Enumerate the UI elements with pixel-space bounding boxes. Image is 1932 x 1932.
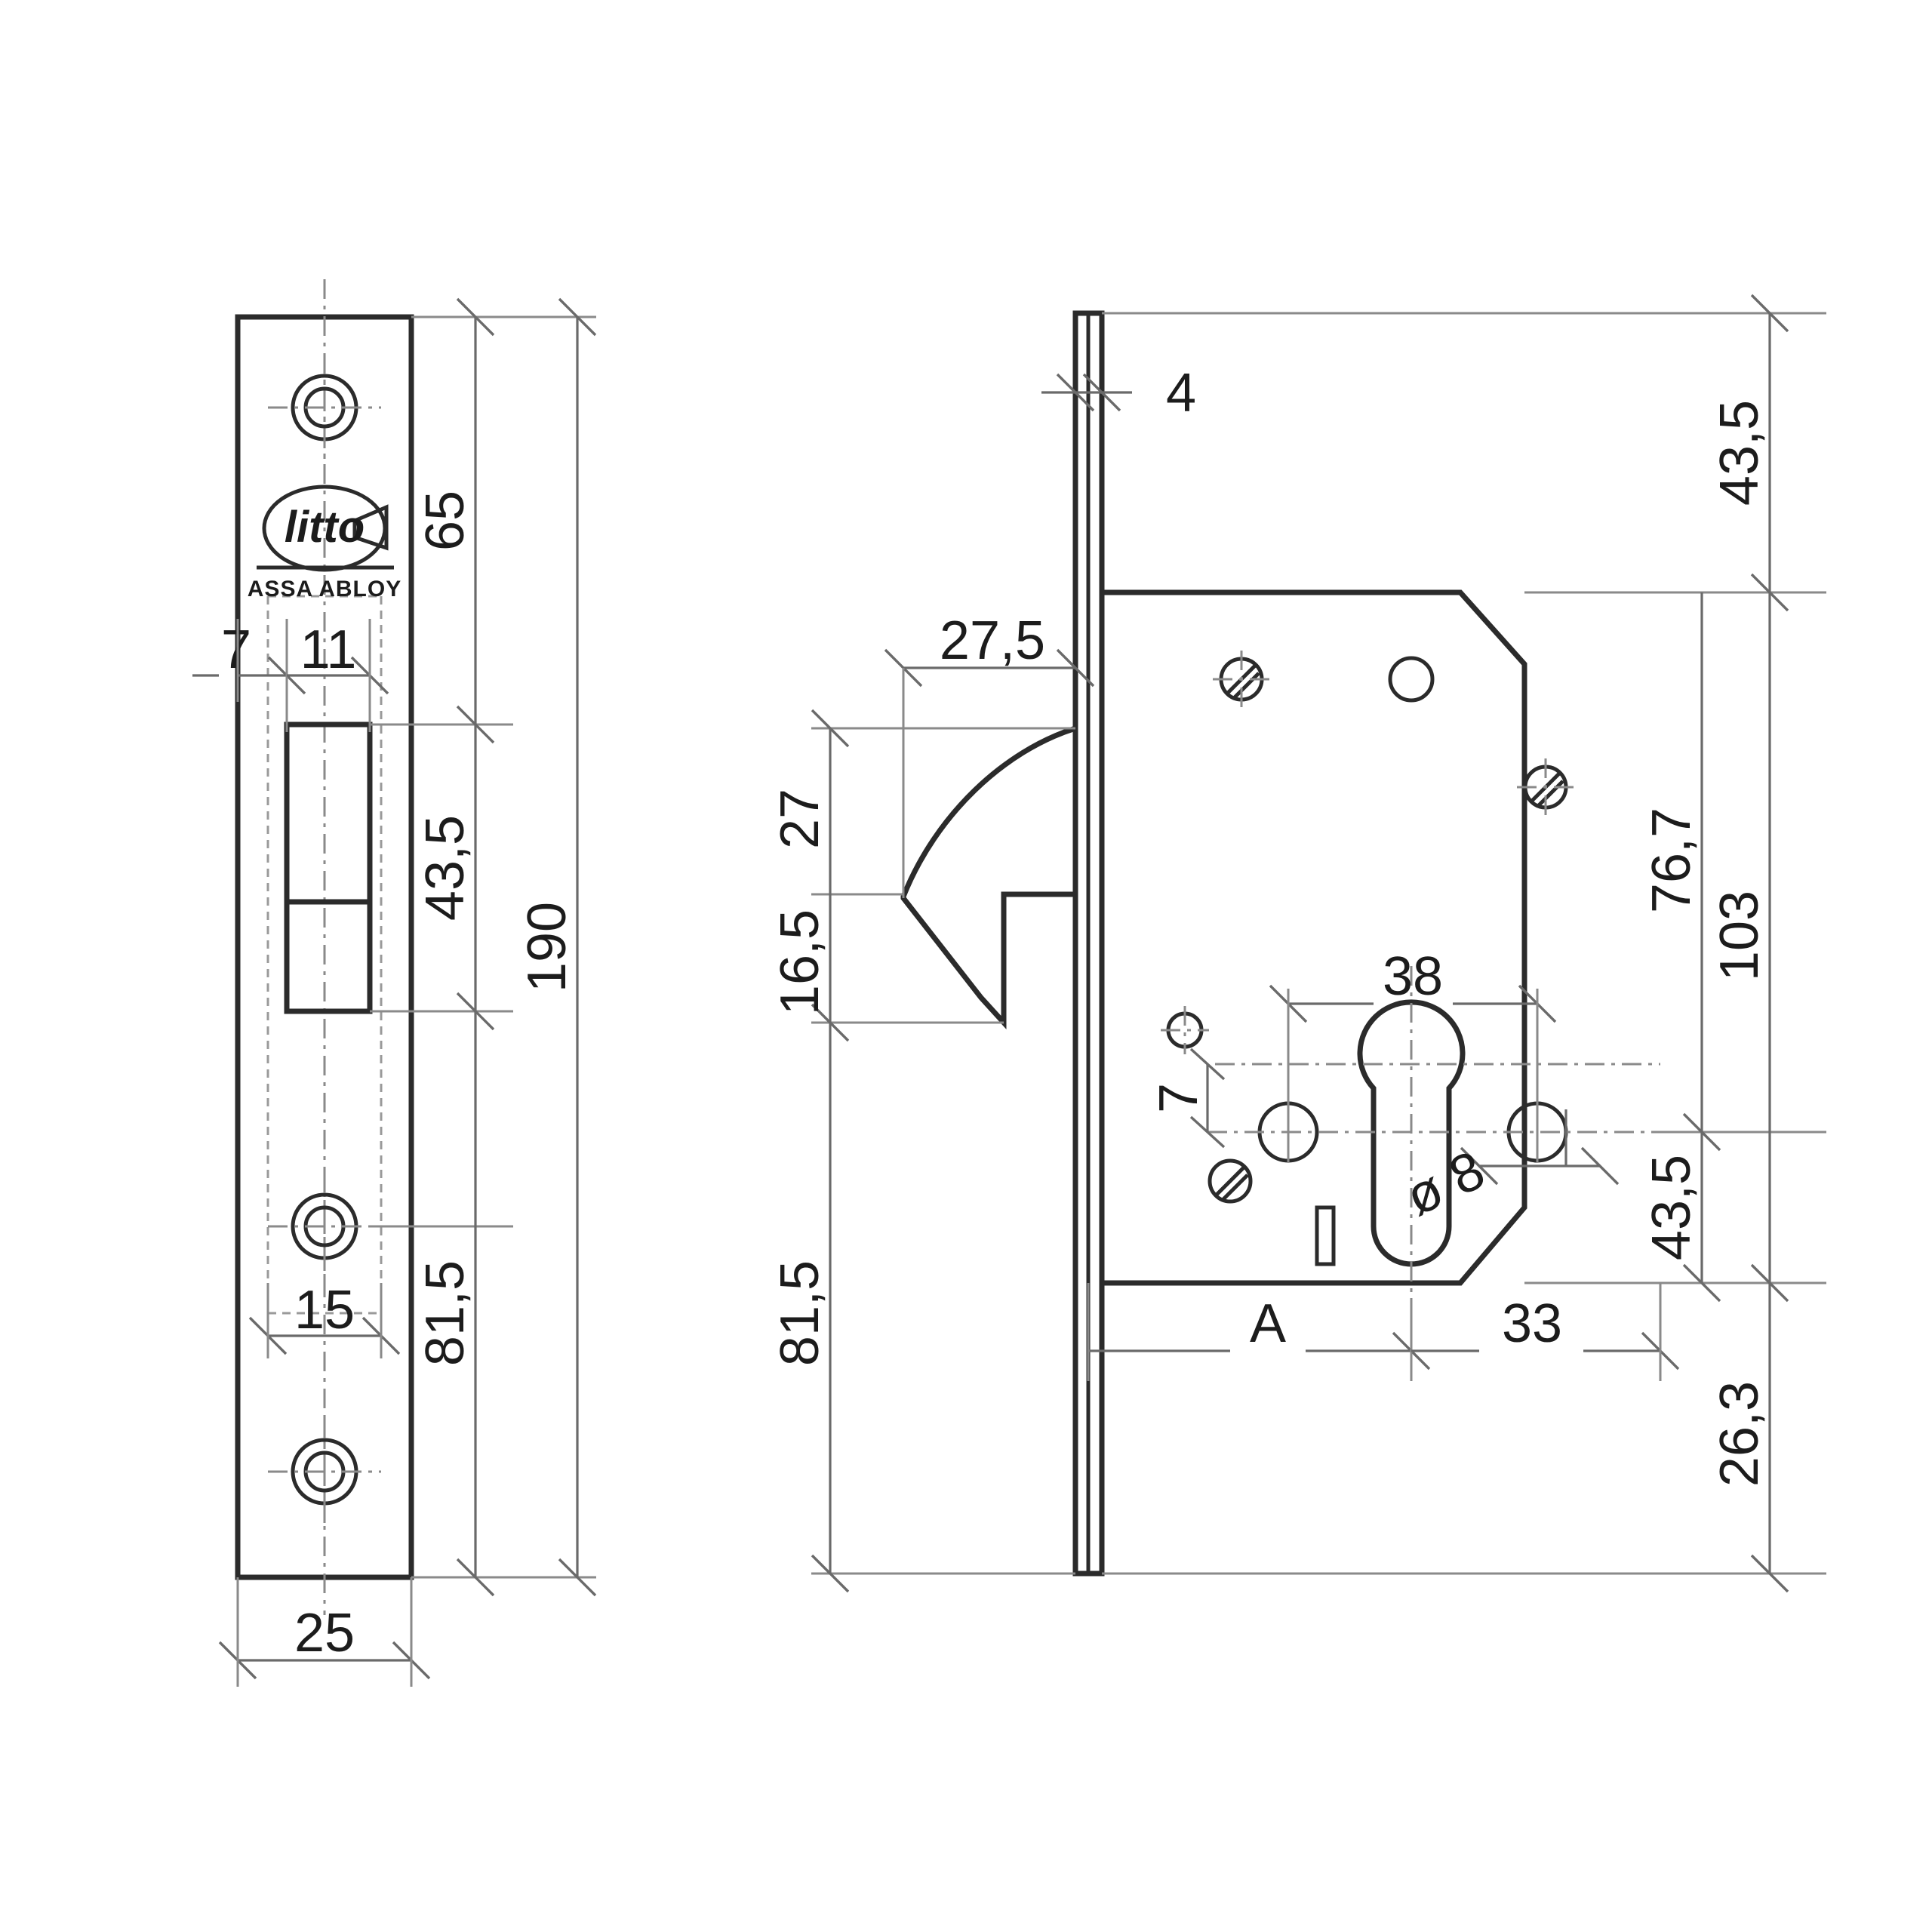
dim-7-right-label: 7 <box>1149 1083 1209 1113</box>
dim-25-left-label: 25 <box>294 1603 355 1663</box>
dim-27-5: 27,5 <box>884 611 1095 898</box>
logo-endorsement: ASSA ABLOY <box>248 577 401 601</box>
dim-27: 27 <box>770 709 850 894</box>
case-small-hole <box>1161 1006 1209 1054</box>
dim-25-left: 25 <box>218 1577 431 1687</box>
dim-43-5-left: 43,5 <box>415 724 495 1031</box>
dim-26-3: 43,5 <box>1641 1132 1721 1303</box>
dim-15-left-label: 15 <box>294 1280 355 1340</box>
dim-43-5-bottom-right: 26,3 <box>1709 1283 1789 1593</box>
dim-7-right: 7 <box>1149 1048 1226 1149</box>
case-screw-lower-left <box>1208 1158 1253 1204</box>
dim-43-5-top-right-label: 43,5 <box>1709 400 1770 506</box>
dim-16-5-label: 16,5 <box>770 909 830 1015</box>
dim-A: A <box>1087 1283 1431 1381</box>
dim-65: 65 <box>415 297 495 744</box>
dim-43-5-left-label: 43,5 <box>415 815 475 921</box>
dim-103-label: 103 <box>1709 891 1770 981</box>
dim-38-label: 38 <box>1383 946 1443 1007</box>
dim-26-3-label: 43,5 <box>1641 1155 1702 1260</box>
dim-27-label: 27 <box>770 789 830 849</box>
dim-190-label: 190 <box>517 902 577 992</box>
dim-15-left: 15 <box>248 1280 401 1358</box>
dim-16-5: 16,5 <box>770 894 850 1042</box>
fixing-screw-bottom <box>268 1419 381 1526</box>
brand-logo: litto ASSA ABLOY <box>248 485 401 601</box>
fixing-screw-middle <box>268 1174 381 1281</box>
dim-65-label: 65 <box>415 491 475 551</box>
dim-38: 38 <box>1269 946 1557 1162</box>
dim-11-left-label: 11 <box>300 620 357 680</box>
dim-43-5-top-right: 43,5 <box>1709 294 1789 612</box>
dim-33: 33 <box>1411 1283 1680 1381</box>
logo-wordmark: litto <box>285 503 365 552</box>
dim-76-7: 76,7 <box>1641 592 1721 1152</box>
case-screw-upper-left <box>1213 651 1270 708</box>
dim-43-5-bottom-right-label: 26,3 <box>1709 1381 1770 1487</box>
dim-A-label: A <box>1250 1294 1286 1354</box>
dim-11-left: 11 <box>287 619 389 732</box>
dim-33-label: 33 <box>1502 1294 1562 1354</box>
dim-4-label: 4 <box>1166 363 1196 423</box>
dim-190: 190 <box>517 297 597 1597</box>
case-slot <box>1315 1205 1336 1266</box>
fixing-screw-top <box>268 355 381 462</box>
dim-7-left: 7 <box>192 619 306 732</box>
left-view-faceplate: litto ASSA ABLOY <box>235 279 414 1615</box>
case-screw-upper-right <box>1517 758 1574 816</box>
dim-81-5-right: 81,5 <box>770 1023 850 1593</box>
dim-81-5-right-label: 81,5 <box>770 1260 830 1366</box>
dim-81-5-left-label: 81,5 <box>415 1260 475 1366</box>
dim-81-5-left: 81,5 <box>415 1011 495 1597</box>
dim-103: 103 <box>1709 592 1789 1303</box>
left-view-dimensions: 65 43,5 81,5 190 7 <box>192 297 597 1687</box>
lock-case-outline <box>1099 589 1527 1286</box>
dim-7-left-label: 7 <box>221 620 251 680</box>
dim-27-5-label: 27,5 <box>940 611 1045 671</box>
case-pivot-hole <box>1388 656 1435 703</box>
latch-aperture <box>284 721 373 1014</box>
dim-76-7-label: 76,7 <box>1641 808 1702 913</box>
right-view-dimensions: 4 27,5 27 16,5 8 <box>770 294 1826 1593</box>
dim-4: 4 <box>1041 363 1196 423</box>
